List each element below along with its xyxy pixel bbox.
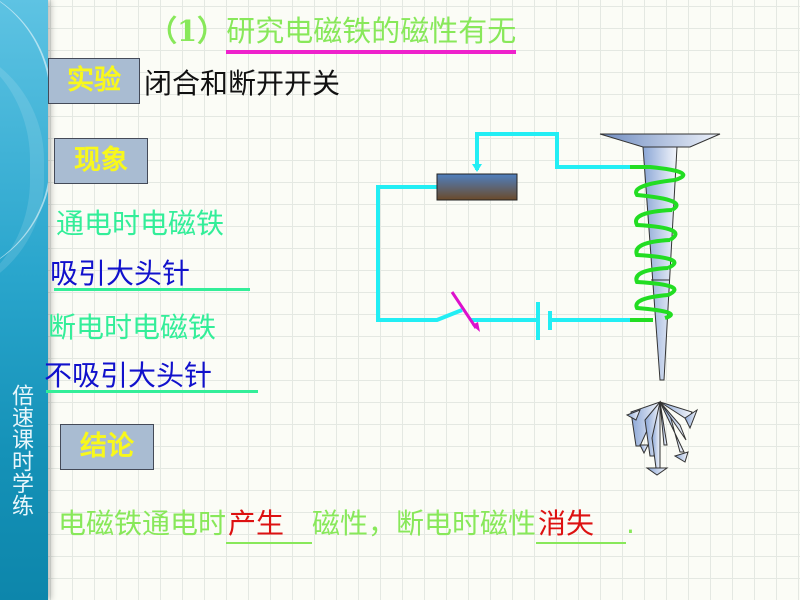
conclusion-blank-2: 消失 <box>536 502 627 544</box>
page-title: （1）研究电磁铁的磁性有无 <box>148 8 517 54</box>
phenomenon-answer-1: 吸引大头针 <box>50 257 191 290</box>
title-number: （1） <box>148 14 227 48</box>
pin-head <box>684 408 699 430</box>
conclusion-blank-1: 产生 <box>226 502 313 544</box>
iron-nail <box>599 133 721 381</box>
arrow-down-icon <box>472 164 482 172</box>
conclusion-part-2: 磁性，断电时磁性 <box>312 507 537 540</box>
pin-head <box>625 409 641 421</box>
electromagnet-coil <box>630 165 686 322</box>
phenomenon-line-2: 断电时电磁铁 <box>48 311 217 344</box>
circuit-wires <box>376 132 650 340</box>
phenomenon-line-1: 通电时电磁铁 <box>56 207 225 240</box>
pins-cluster <box>625 400 699 476</box>
pin-head <box>639 444 649 455</box>
sidebar-title: 倍速课时学练 <box>8 384 33 516</box>
pin-head <box>645 467 669 476</box>
pin <box>659 401 668 446</box>
wire-left <box>376 185 463 322</box>
switch-arrowhead-icon <box>472 322 480 332</box>
wire-top <box>475 132 650 170</box>
pin-head <box>673 451 689 463</box>
conclusion-end: . <box>626 507 635 540</box>
answer-1-underline <box>54 288 250 291</box>
answer-2-underline <box>46 390 258 393</box>
phenomenon-answer-2: 不吸引大头针 <box>44 359 213 392</box>
experiment-text: 闭合和断开开关 <box>144 67 341 100</box>
conclusion-sentence: 电磁铁通电时产生磁性，断电时磁性消失. <box>58 502 635 544</box>
conclusion-label: 结论 <box>60 424 154 470</box>
phenomenon-label: 现象 <box>54 138 148 184</box>
sidebar: 倍速课时学练 <box>0 0 48 600</box>
conclusion-part-1: 电磁铁通电时 <box>58 507 227 540</box>
rheostat <box>436 173 518 201</box>
switch-arrow <box>450 291 478 329</box>
pin <box>659 401 687 441</box>
experiment-label: 实验 <box>48 58 140 104</box>
title-text: 研究电磁铁的磁性有无 <box>226 14 517 54</box>
